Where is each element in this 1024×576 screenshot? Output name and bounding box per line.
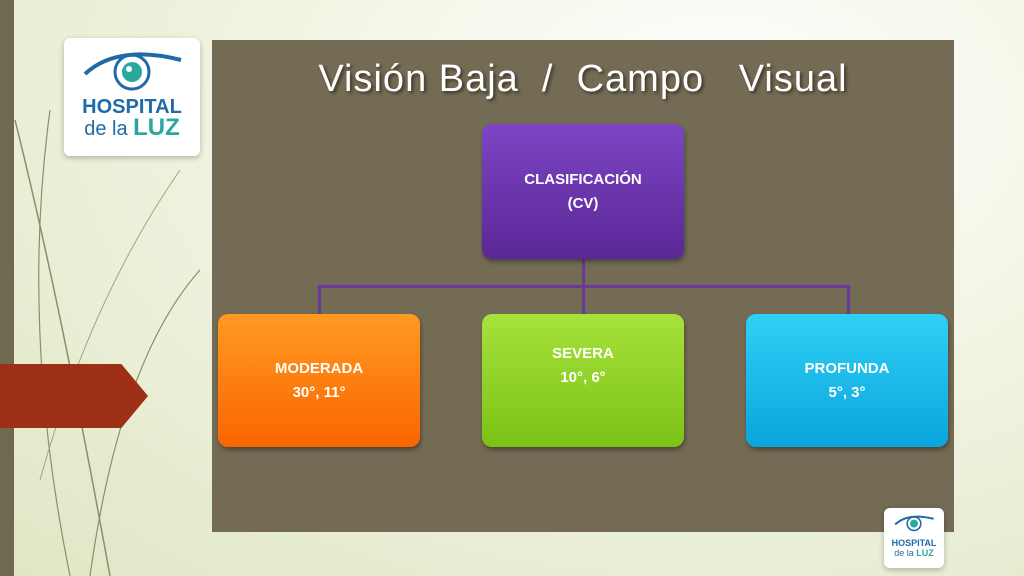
node-severa: SEVERA 10°, 6° — [482, 314, 684, 447]
logo-text-de-la: de la — [84, 118, 128, 140]
logo-text-hospital: HOSPITAL — [891, 538, 937, 548]
arrow-marker — [0, 364, 148, 428]
node-value: 30°, 11° — [292, 383, 346, 401]
node-value: 5°, 3° — [828, 383, 866, 401]
connector-middle — [582, 285, 585, 315]
root-sublabel: (CV) — [567, 194, 599, 212]
logo-text-luz: LUZ — [133, 114, 180, 141]
node-label: SEVERA — [552, 345, 614, 362]
connector-left — [318, 285, 321, 315]
logo-text-luz: LUZ — [916, 548, 934, 558]
node-label: MODERADA — [274, 359, 364, 377]
slide-title: Visión Baja / Campo Visual — [318, 58, 848, 100]
connector-root — [582, 259, 585, 287]
eye-icon — [83, 52, 182, 91]
logo-text-de-la: de la — [894, 548, 914, 558]
node-label: PROFUNDA — [804, 359, 890, 377]
node-profunda: PROFUNDA 5°, 3° — [746, 314, 948, 447]
node-value: 10°, 6° — [560, 369, 606, 386]
connector-right — [847, 285, 850, 315]
hospital-logo-small: HOSPITAL de la LUZ — [884, 508, 944, 568]
hospital-logo: HOSPITAL de la LUZ — [64, 38, 200, 156]
root-node-clasificacion: CLASIFICACIÓN (CV) — [482, 124, 684, 259]
root-label: CLASIFICACIÓN — [524, 170, 642, 188]
logo-text-hospital: HOSPITAL — [82, 96, 182, 118]
node-moderada: MODERADA 30°, 11° — [218, 314, 420, 447]
eye-icon — [894, 515, 934, 532]
left-accent-bar — [0, 0, 14, 576]
